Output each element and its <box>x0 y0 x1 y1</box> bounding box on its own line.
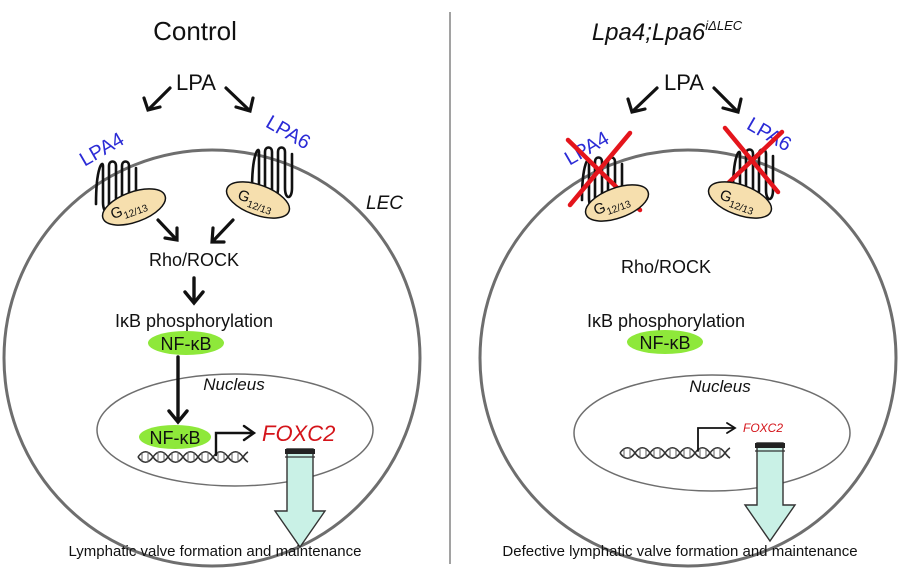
control-title: Control <box>153 16 237 46</box>
control-caption: Lymphatic valve formation and maintenanc… <box>69 543 362 560</box>
control-transcription-arrow <box>214 424 257 457</box>
control-ligand-label: LPA <box>176 70 216 95</box>
control-nucleus <box>96 373 374 487</box>
mutant-foxc2-label: FOXC2 <box>743 421 783 435</box>
control-nfkb-nuclear-label: NF-κB <box>150 428 201 448</box>
control-g-protein-right: G12/13 <box>225 181 291 219</box>
mutant-g-protein-left: G12/13 <box>584 184 650 222</box>
mutant-outcome-arrow <box>744 442 796 542</box>
mutant-lpa6-knockout-cross <box>720 125 785 195</box>
control-outcome-arrow <box>274 448 326 548</box>
control-nfkb-nuclear <box>139 425 211 449</box>
mutant-nucleus <box>573 374 851 492</box>
mutant-nfkb-cytoplasm-label: NF-κB <box>640 333 691 353</box>
control-cell-label: LEC <box>366 193 403 214</box>
mutant-rho-rock: Rho/ROCK <box>621 257 711 277</box>
mutant-g-protein-right: G12/13 <box>707 181 773 219</box>
mutant-cell <box>478 148 898 568</box>
control-nfkb-translocation-arrow <box>167 355 189 425</box>
mutant-title: Lpa4;Lpa6iΔLEC <box>592 18 743 46</box>
mutant-panel: Lpa4;Lpa6iΔLEC LPA LPA4 LPA6 G12/13 <box>478 18 898 568</box>
control-nfkb-cytoplasm-label: NF-κB <box>161 334 212 354</box>
control-dna-helix <box>137 450 249 464</box>
control-panel: Control LEC LPA LPA4 LPA6 G12/13 G12/13 <box>2 16 422 568</box>
mutant-transcription-arrow <box>697 422 737 452</box>
mutant-nucleus-label: Nucleus <box>689 377 751 396</box>
control-ligand-arrows <box>142 86 255 114</box>
mutant-ligand-label: LPA <box>664 70 704 95</box>
control-nfkb-cytoplasm <box>148 331 224 355</box>
control-ikb-phosphorylation: IκB phosphorylation <box>115 311 273 331</box>
mutant-ligand-arrows <box>626 86 743 114</box>
control-foxc2-label: FOXC2 <box>262 421 335 446</box>
control-rho-arrow <box>183 276 205 306</box>
control-nucleus-label: Nucleus <box>203 375 265 394</box>
control-g-protein-left: G12/13 <box>101 188 167 226</box>
control-g-to-rho-arrows <box>156 218 235 244</box>
control-rho-rock: Rho/ROCK <box>149 250 239 270</box>
mutant-dna-helix <box>619 446 731 460</box>
mutant-caption: Defective lymphatic valve formation and … <box>502 543 857 560</box>
control-cell <box>2 148 422 568</box>
mutant-ikb-phosphorylation: IκB phosphorylation <box>587 311 745 331</box>
mutant-nfkb-cytoplasm <box>627 330 703 354</box>
